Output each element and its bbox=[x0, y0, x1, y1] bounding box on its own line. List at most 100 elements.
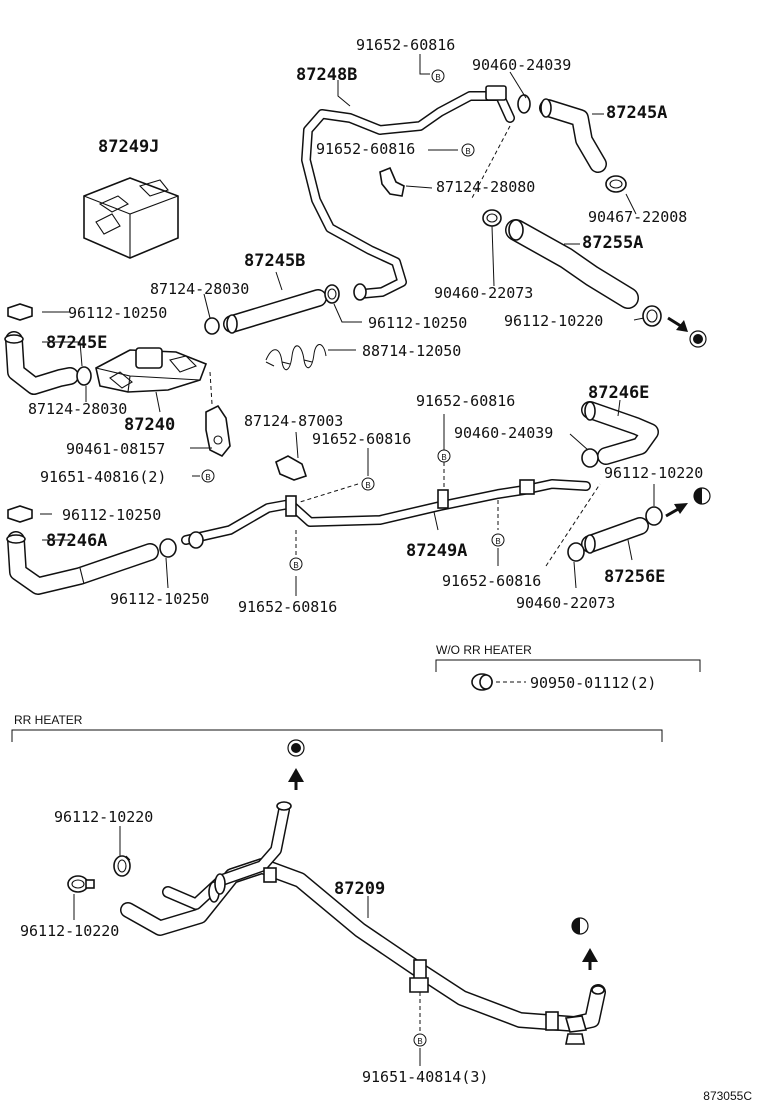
diagram-reference-number: 873055C bbox=[703, 1089, 752, 1103]
svg-text:B: B bbox=[435, 73, 440, 82]
label-87245A: 87245A bbox=[606, 103, 667, 123]
label-87246E: 87246E bbox=[588, 383, 649, 403]
arrow-to-connector-b bbox=[665, 487, 711, 518]
label-87124-28080: 87124-28080 bbox=[436, 178, 535, 196]
label-90460-22073-a: 90460-22073 bbox=[434, 284, 533, 302]
label-91652-60816-c: 91652-60816 bbox=[416, 392, 515, 410]
hose-87245A bbox=[517, 94, 607, 173]
svg-text:B: B bbox=[205, 473, 210, 482]
label-87245E: 87245E bbox=[46, 333, 107, 353]
label-87240: 87240 bbox=[124, 415, 175, 435]
clamp-90460-22073-a bbox=[482, 209, 502, 227]
label-87255A: 87255A bbox=[582, 233, 643, 253]
pipe-87209 bbox=[120, 801, 606, 1045]
arrow-to-connector-a bbox=[667, 316, 707, 348]
connector-rr-right bbox=[571, 917, 598, 970]
label-87256E: 87256E bbox=[604, 567, 665, 587]
svg-text:B: B bbox=[441, 453, 446, 462]
label-87124-28030-b: 87124-28030 bbox=[28, 400, 127, 418]
label-88714-12050: 88714-12050 bbox=[362, 342, 461, 360]
label-90467-22008: 90467-22008 bbox=[588, 208, 687, 226]
label-87246A: 87246A bbox=[46, 531, 107, 551]
valve-87240 bbox=[95, 347, 208, 393]
label-87209: 87209 bbox=[334, 879, 385, 899]
label-91652-60816-a: 91652-60816 bbox=[356, 36, 455, 54]
label-96112-10220-d: 96112-10220 bbox=[20, 922, 119, 940]
label-91651-40814: 91651-40814(3) bbox=[362, 1068, 488, 1086]
label-87249A: 87249A bbox=[406, 541, 467, 561]
section-rr-heater: RR HEATER bbox=[11, 713, 663, 742]
svg-text:B: B bbox=[465, 147, 470, 156]
clamp-87124-28030-a bbox=[204, 317, 220, 335]
label-91652-60816-f: 91652-60816 bbox=[238, 598, 337, 616]
bolt-marker-6: B bbox=[491, 533, 505, 547]
clamp-96112-10220-b bbox=[645, 506, 663, 526]
pipe-87249A bbox=[181, 479, 591, 549]
label-90461-08157: 90461-08157 bbox=[66, 440, 165, 458]
clamp-96112-10220-a bbox=[642, 305, 662, 327]
clamp-87124-28030-b bbox=[76, 366, 92, 386]
label-90460-22073-b: 90460-22073 bbox=[516, 594, 615, 612]
clip-96112-10250-a bbox=[7, 303, 33, 321]
leader-lines-upper bbox=[40, 54, 655, 596]
clamp-96112-10220-d bbox=[67, 875, 95, 893]
bracket-87249J bbox=[83, 177, 179, 259]
section-label-wo-rr-heater: W/O RR HEATER bbox=[436, 643, 532, 657]
label-96112-10220-c: 96112-10220 bbox=[54, 808, 153, 826]
bolt-marker-5: B bbox=[201, 469, 215, 483]
connector-rr-top bbox=[287, 739, 305, 790]
section-label-rr-heater: RR HEATER bbox=[14, 713, 83, 727]
label-96112-10250-b: 96112-10250 bbox=[368, 314, 467, 332]
label-91652-60816-d: 91652-60816 bbox=[312, 430, 411, 448]
bracket-87124-87003 bbox=[275, 455, 308, 481]
label-87249J: 87249J bbox=[98, 137, 159, 157]
label-96112-10220-b: 96112-10220 bbox=[604, 464, 703, 482]
bolt-marker-4: B bbox=[361, 477, 375, 491]
clip-96112-10250-c bbox=[7, 505, 33, 523]
leader-lines-rr bbox=[73, 826, 421, 1066]
label-96112-10220-a: 96112-10220 bbox=[504, 312, 603, 330]
label-96112-10250-d: 96112-10250 bbox=[110, 590, 209, 608]
clamp-96112-10250-d bbox=[159, 538, 177, 558]
label-87124-87003: 87124-87003 bbox=[244, 412, 343, 430]
pipe-87248B bbox=[301, 85, 515, 301]
label-91652-60816-e: 91652-60816 bbox=[442, 572, 541, 590]
svg-text:B: B bbox=[495, 537, 500, 546]
bracket-87124-28080 bbox=[379, 166, 405, 197]
label-90460-24039-b: 90460-24039 bbox=[454, 424, 553, 442]
label-87248B: 87248B bbox=[296, 65, 357, 85]
clamp-90467-22008 bbox=[605, 175, 627, 193]
label-90460-24039-a: 90460-24039 bbox=[472, 56, 571, 74]
svg-text:B: B bbox=[293, 561, 298, 570]
clamp-90460-24039-b bbox=[581, 448, 599, 468]
svg-text:B: B bbox=[417, 1037, 422, 1046]
label-91652-60816-b: 91652-60816 bbox=[316, 140, 415, 158]
label-91651-40816: 91651-40816(2) bbox=[40, 468, 166, 486]
bolt-marker-1: B bbox=[431, 69, 445, 83]
hose-87245E bbox=[4, 331, 79, 395]
label-87245B: 87245B bbox=[244, 251, 305, 271]
bolt-marker-7: B bbox=[289, 557, 303, 571]
hose-87246A bbox=[6, 531, 159, 595]
hose-87245B bbox=[223, 289, 327, 334]
clamp-96112-10250-b bbox=[324, 284, 340, 304]
bolt-marker-8: B bbox=[413, 1033, 427, 1047]
bolt-marker-2: B bbox=[461, 143, 475, 157]
label-96112-10250-c: 96112-10250 bbox=[62, 506, 161, 524]
label-96112-10250-a: 96112-10250 bbox=[68, 304, 167, 322]
hose-87255A bbox=[505, 219, 639, 309]
svg-text:B: B bbox=[365, 481, 370, 490]
label-90950-01112: 90950-01112(2) bbox=[530, 674, 656, 692]
clamp-96112-10220-c bbox=[113, 855, 131, 877]
label-87124-28030-a: 87124-28030 bbox=[150, 280, 249, 298]
hose-87246E bbox=[581, 401, 659, 465]
clamp-90460-22073-b bbox=[567, 542, 585, 562]
section-wo-rr-heater: W/O RR HEATER 90950-01112(2) bbox=[435, 643, 701, 692]
spring-88714-12050 bbox=[265, 344, 327, 371]
bracket-90461-08157 bbox=[205, 371, 231, 458]
bolt-marker-3: B bbox=[437, 449, 451, 463]
plug-90950-01112 bbox=[471, 673, 493, 691]
hose-87256E bbox=[581, 517, 649, 554]
